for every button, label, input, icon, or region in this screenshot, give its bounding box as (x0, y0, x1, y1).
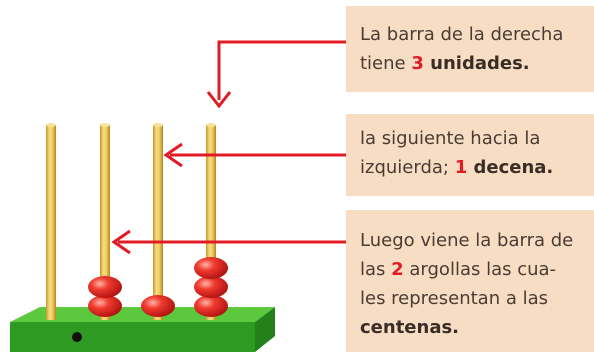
hundreds-number: 2 (391, 259, 404, 280)
abacus-diagram (10, 40, 346, 352)
rod-1 (46, 125, 56, 320)
units-word: unidades. (423, 53, 530, 74)
bead-units-2 (194, 276, 228, 298)
abacus-beads (88, 257, 228, 317)
bead-units-1 (194, 295, 228, 317)
tens-word: decena. (467, 157, 554, 178)
bead-hundreds-2 (88, 276, 122, 298)
arrows (111, 40, 346, 255)
base-dot (72, 332, 82, 342)
bead-tens-1 (141, 295, 175, 317)
arrow-units (217, 40, 346, 100)
rod-4 (206, 125, 216, 320)
callout-units-line1: La barra de la derecha (360, 24, 564, 45)
callout-hundreds-line2-pre: las (360, 259, 392, 280)
callout-units: La barra de la derecha tiene 3 unidades. (346, 6, 594, 92)
callout-units-line2-pre: tiene (360, 53, 412, 74)
tens-number: 1 (454, 157, 468, 178)
callout-tens-line1: la siguiente hacia la (360, 128, 541, 149)
hundreds-word: centenas. (360, 317, 460, 338)
callout-tens: la siguiente hacia la izquierda; 1 decen… (346, 114, 594, 196)
callout-hundreds: Luego viene la barra de las 2 argollas l… (346, 210, 594, 352)
callout-hundreds-line1: Luego viene la barra de (360, 230, 574, 251)
callout-hundreds-line3: les representan a las (360, 288, 548, 309)
abacus-rods (46, 123, 216, 320)
units-number: 3 (411, 53, 424, 74)
bead-hundreds-1 (88, 295, 122, 317)
callout-tens-line2-pre: izquierda; (360, 157, 455, 178)
callout-hundreds-line2-post: argollas las cua- (403, 259, 557, 280)
rod-2 (100, 125, 110, 320)
rod-3 (153, 125, 163, 320)
bead-units-3 (194, 257, 228, 279)
